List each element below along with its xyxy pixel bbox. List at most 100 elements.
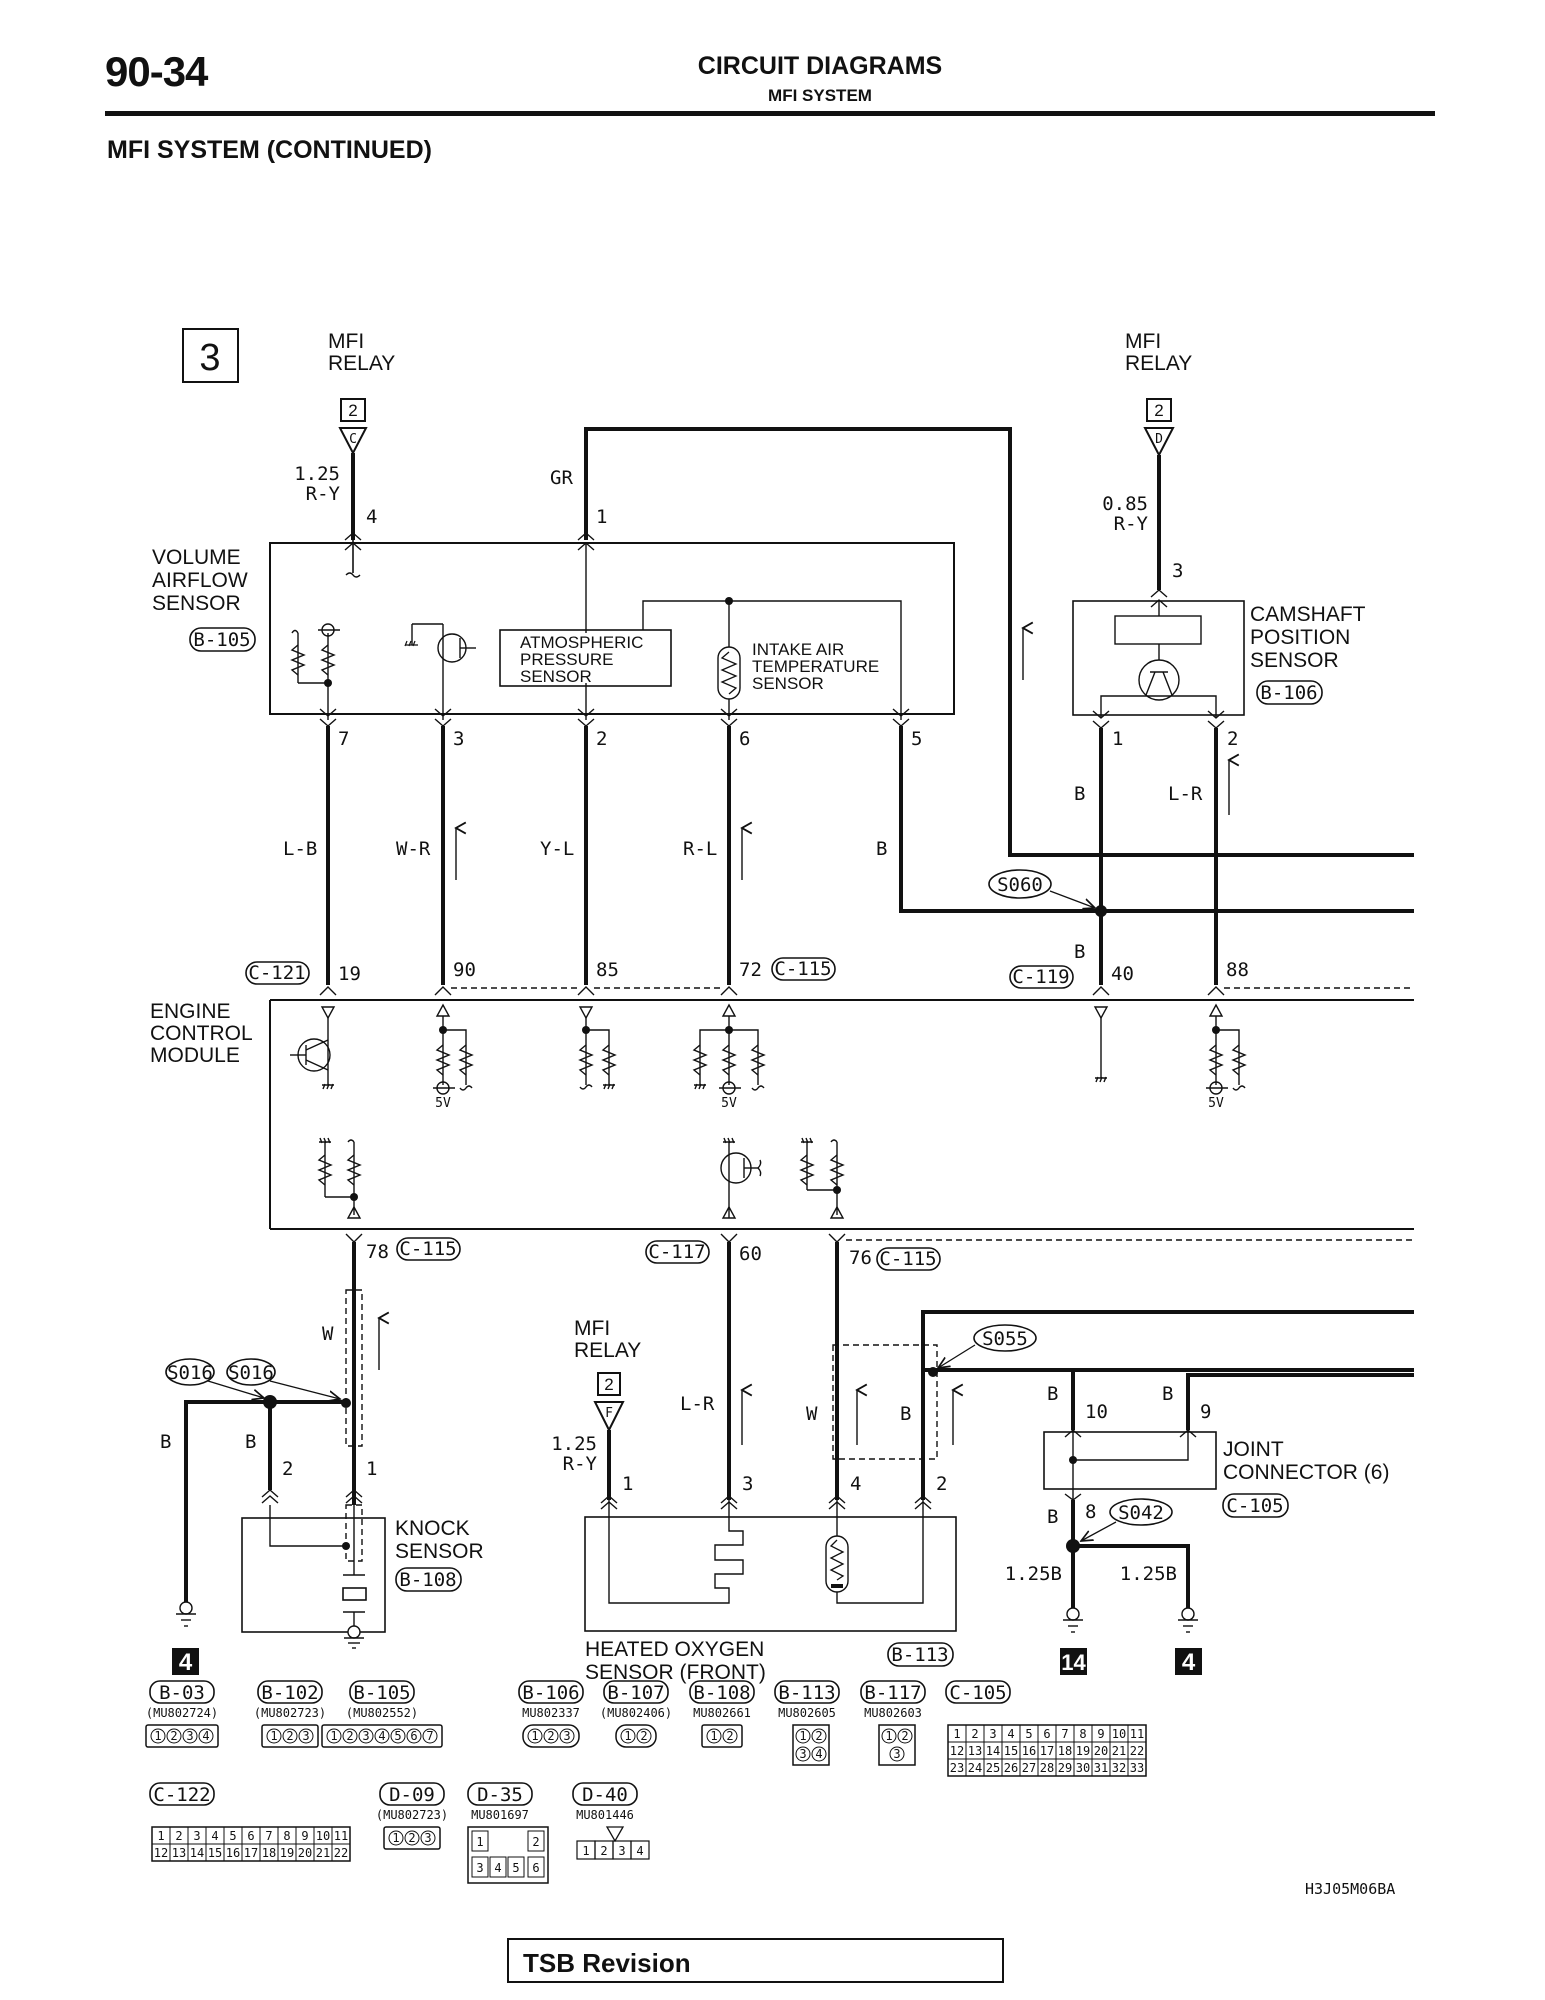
svg-text:SENSOR: SENSOR [1250, 649, 1339, 672]
connector-pin [630, 1840, 650, 1860]
connector-pin-label: 20 [1094, 1744, 1108, 1758]
connector-pin [620, 1728, 636, 1744]
connector-pin [422, 1728, 438, 1744]
connector-face [522, 1724, 580, 1748]
connector-pin [471, 1830, 489, 1852]
svg-text:3: 3 [199, 337, 220, 379]
connector-pin-label: 16 [226, 1846, 240, 1860]
connector-pin [811, 1746, 827, 1762]
connector-pin-label: 11 [334, 1829, 348, 1843]
svg-text:R-Y: R-Y [563, 1453, 598, 1475]
page-title: CIRCUIT DIAGRAMS [697, 52, 943, 80]
connector-pin-label: 12 [950, 1744, 964, 1758]
svg-text:B: B [1047, 1383, 1058, 1405]
svg-text:C-115: C-115 [774, 958, 831, 980]
connector-legend-part: MU801446 [576, 1808, 634, 1822]
connector-legend-id: B-102 [261, 1682, 318, 1704]
svg-text:4: 4 [366, 506, 377, 528]
connector-legend-id: B-117 [864, 1682, 921, 1704]
svg-text:S055: S055 [982, 1328, 1028, 1350]
connector-pin-label: 22 [1130, 1744, 1144, 1758]
svg-text:6: 6 [739, 728, 750, 750]
connector-pin-label: 5 [512, 1861, 519, 1875]
section-title: MFI SYSTEM (CONTINUED) [107, 136, 432, 164]
connector-legend-tag [467, 1782, 533, 1806]
svg-text:C-115: C-115 [399, 1238, 456, 1260]
svg-text:INTAKE AIR: INTAKE AIR [752, 640, 844, 659]
svg-text:85: 85 [596, 959, 619, 981]
connector-pin-label: 28 [1040, 1761, 1054, 1775]
svg-text:W-R: W-R [396, 838, 431, 860]
connector-pin-label: 16 [1022, 1744, 1036, 1758]
connector-pin-label: 23 [950, 1761, 964, 1775]
connector-pin-label: 31 [1094, 1761, 1108, 1775]
connector-pin [489, 1856, 507, 1878]
svg-text:CONTROL: CONTROL [150, 1022, 253, 1045]
connector-pin-label: 6 [532, 1861, 539, 1875]
svg-text:B: B [1074, 941, 1085, 963]
connector-pin [471, 1856, 489, 1878]
connector-face [792, 1724, 830, 1766]
connector-legend-id: B-108 [693, 1682, 750, 1704]
svg-text:B: B [1162, 1383, 1173, 1405]
svg-text:ATMOSPHERIC: ATMOSPHERIC [520, 633, 643, 652]
svg-text:1: 1 [622, 1473, 633, 1495]
connector-pin-label: 9 [1097, 1727, 1104, 1741]
svg-text:AIRFLOW: AIRFLOW [152, 569, 248, 592]
connector-pin [543, 1728, 559, 1744]
connector-pin [811, 1728, 827, 1744]
svg-text:B-113: B-113 [891, 1644, 948, 1666]
connector-pin [266, 1728, 282, 1744]
mfi-relay-d: MFI RELAY 2 D 0.85 R-Y [1102, 330, 1192, 535]
connector-pin-label: 3 [893, 1747, 900, 1761]
connector-pin [722, 1728, 738, 1744]
svg-text:C-119: C-119 [1012, 966, 1069, 988]
svg-text:C-115: C-115 [879, 1248, 936, 1270]
connector-pin-label: 2 [408, 1831, 415, 1845]
connector-pin [358, 1728, 374, 1744]
connector-pin-label: 4 [494, 1861, 501, 1875]
connector-pin-label: 3 [563, 1729, 570, 1743]
connector-face [467, 1826, 549, 1884]
page-subtitle: MFI SYSTEM [768, 86, 872, 105]
connector-pin-label: 1 [270, 1729, 277, 1743]
connector-pin-label: 1 [624, 1729, 631, 1743]
connector-pin-label: 32 [1112, 1761, 1126, 1775]
connector-legend-part: MU802605 [778, 1706, 836, 1720]
connector-pin-label: 3 [193, 1829, 200, 1843]
volume-airflow-sensor: VOLUME AIRFLOW SENSOR B-105 ATMOSP [152, 532, 955, 727]
svg-text:B: B [1047, 1506, 1058, 1528]
svg-text:76: 76 [849, 1247, 872, 1269]
connector-pin [527, 1856, 545, 1878]
connector-pin [795, 1728, 811, 1744]
page-number: 90-34 [105, 48, 208, 95]
svg-text:F: F [605, 1406, 613, 1421]
connector-key [605, 1826, 625, 1843]
connector-pin-label: 3 [424, 1831, 431, 1845]
connector-pin-label: 2 [640, 1729, 647, 1743]
connector-pin-label: 1 [476, 1835, 483, 1849]
connector-pin-label: 2 [726, 1729, 733, 1743]
svg-text:2: 2 [604, 1375, 613, 1394]
splice-s060: S060 [988, 869, 1095, 908]
connector-pin [559, 1728, 575, 1744]
connector-pin-label: 25 [986, 1761, 1000, 1775]
connector-pin-label: 5 [394, 1729, 401, 1743]
connector-pin [527, 1830, 545, 1852]
svg-text:B-105: B-105 [193, 629, 250, 651]
svg-text:R-Y: R-Y [1114, 513, 1149, 535]
connector-pin [298, 1728, 314, 1744]
connector-legend-tag [572, 1782, 638, 1806]
svg-text:B-106: B-106 [1260, 682, 1317, 704]
connector-face [615, 1724, 657, 1748]
svg-text:JOINT: JOINT [1223, 1438, 1284, 1461]
connector-pin-label: 17 [244, 1846, 258, 1860]
connector-pin-label: 4 [202, 1729, 209, 1743]
connector-pin [404, 1830, 420, 1846]
svg-text:2: 2 [282, 1458, 293, 1480]
connector-face [321, 1724, 443, 1748]
connector-face [261, 1724, 319, 1748]
connector-legend-tag [149, 1782, 215, 1806]
